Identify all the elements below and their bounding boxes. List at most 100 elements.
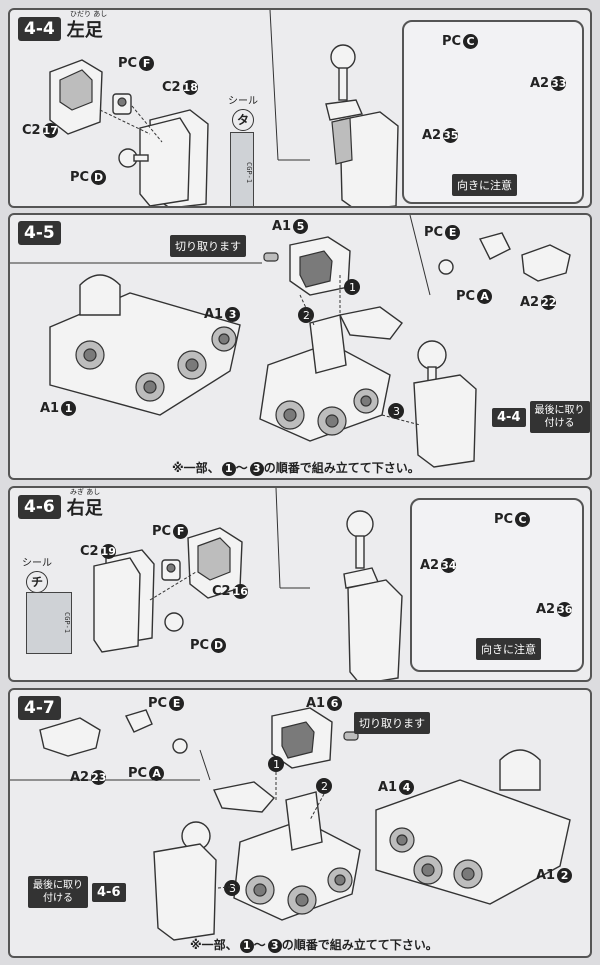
centre-body [285,791,323,851]
svg-text:1: 1 [349,281,356,294]
cut-note: 切り取ります [170,235,246,257]
seal-tag: シール チ [22,554,52,593]
leg-cover-front [93,557,141,653]
seal-sticker: CGP-1 [26,592,72,654]
detail-inset [402,20,584,204]
left-wheels [75,326,237,402]
cut-piece [263,252,279,262]
step-4-6-panel: 4-6 右足 みぎ あし [8,486,592,682]
knee-bracket [213,781,276,813]
leg-ball [417,340,447,370]
step-header: 4-4 左足 [18,16,103,42]
step-4-4-diagram [49,10,576,206]
step-header: 4-6 右足 [18,494,103,520]
ref-step-4-4: 4-4 最後に取り付ける [492,401,590,433]
svg-text:2: 2 [303,309,310,322]
step-number: 4-4 [18,17,61,41]
step-title: 左足 [66,20,103,41]
assembled-leg-cover [347,579,403,680]
svg-text:3: 3 [393,405,400,418]
ball-joint-top [346,510,374,538]
centre-wheels [275,388,379,436]
leg-cover-back [139,117,191,206]
step-4-5-panel: 4-5 [8,213,592,480]
pc-e-part [478,232,511,260]
ball-joint-top [330,44,356,70]
seal-tag: シール タ [228,92,258,131]
caution-note: 向きに注意 [476,638,541,660]
chassis-handle [79,274,121,316]
step-header: 4-7 [18,696,61,720]
step-4-5-diagram: 1 2 3 [10,215,571,468]
pc-e-part [125,709,153,733]
title-reading: ひだり あし [70,10,108,18]
ref-note: 最後に取り付ける [529,401,590,433]
cut-note: 切り取ります [354,712,430,734]
step-header: 4-5 [18,221,61,245]
step-4-4-panel: 4-4 左足 ひだり あし [8,8,592,208]
pc-d-peg [133,154,149,162]
left-chassis [49,292,241,416]
leg-assembly [153,843,217,941]
leg-assembly [413,374,477,468]
chassis-handle [499,749,541,791]
pc-a-ball [172,738,188,754]
centre-wheels [245,867,353,915]
title-reading: みぎ あし [70,488,101,496]
caution-note: 向きに注意 [452,174,517,196]
ref-step-4-6: 最後に取り付ける 4-6 [28,876,126,908]
knee-bracket [338,306,403,340]
seal-sticker: CGP-1 [230,132,254,206]
step-4-7-panel: 4-7 [8,688,592,958]
cut-piece [343,731,359,741]
ref-step-number: 4-6 [92,882,126,902]
a2-23-part [39,717,101,757]
step-number: 4-6 [18,495,61,519]
a2-22-part [521,244,571,282]
assembled-leg-cover [339,111,399,206]
step-number: 4-5 [18,221,61,245]
pc-d-ball [164,612,184,632]
ref-note: 最後に取り付ける [28,876,88,908]
knee-inner [59,69,93,111]
pc-a-ball [438,259,454,275]
joint-socket [325,99,363,121]
svg-text:3: 3 [229,882,236,895]
centre-body [309,314,347,374]
ref-step-number: 4-4 [492,407,526,427]
svg-text:2: 2 [321,780,328,793]
step-number: 4-7 [18,696,61,720]
step-4-7-diagram: 1 2 3 [10,707,571,941]
step-title: 右足 [66,498,103,519]
svg-text:1: 1 [273,758,280,771]
right-wheels [389,827,483,889]
assembled-leg-side [331,117,353,165]
pc-f-hole [117,97,127,107]
ball-joint-stem [338,67,348,101]
